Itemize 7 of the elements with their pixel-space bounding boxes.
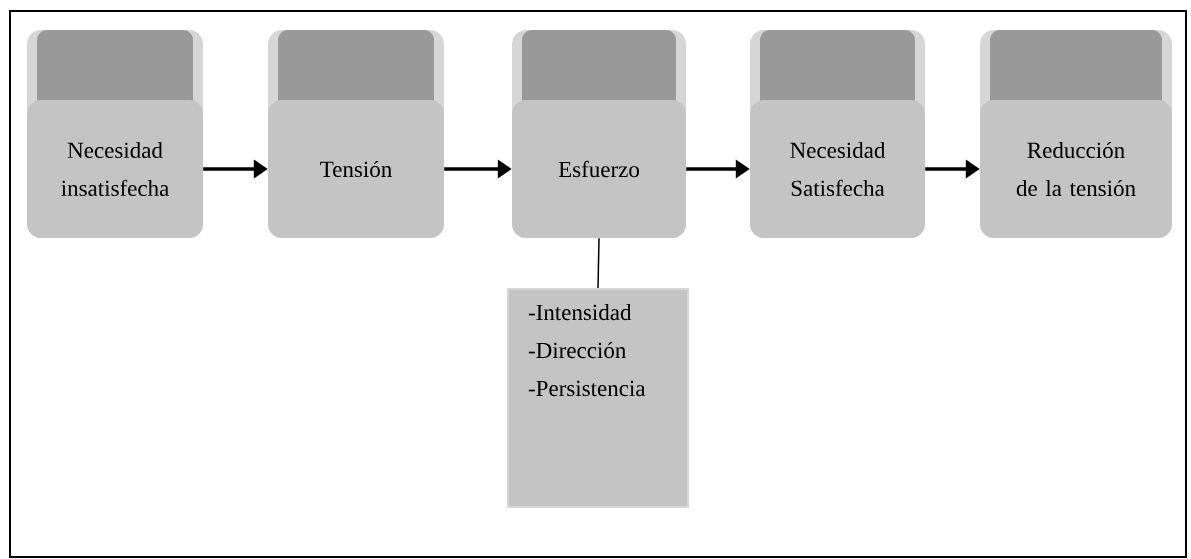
process-box: Necesidad insatisfecha	[27, 30, 203, 238]
process-box: Tensión	[268, 30, 444, 238]
process-box: Reducción de la tensión	[980, 30, 1172, 238]
attribute-box: -Intensidad -Dirección -Persistencia	[507, 288, 689, 508]
process-box: Esfuerzo	[512, 30, 686, 238]
process-box: Necesidad Satisfecha	[750, 30, 925, 238]
connector-line	[597, 237, 600, 289]
